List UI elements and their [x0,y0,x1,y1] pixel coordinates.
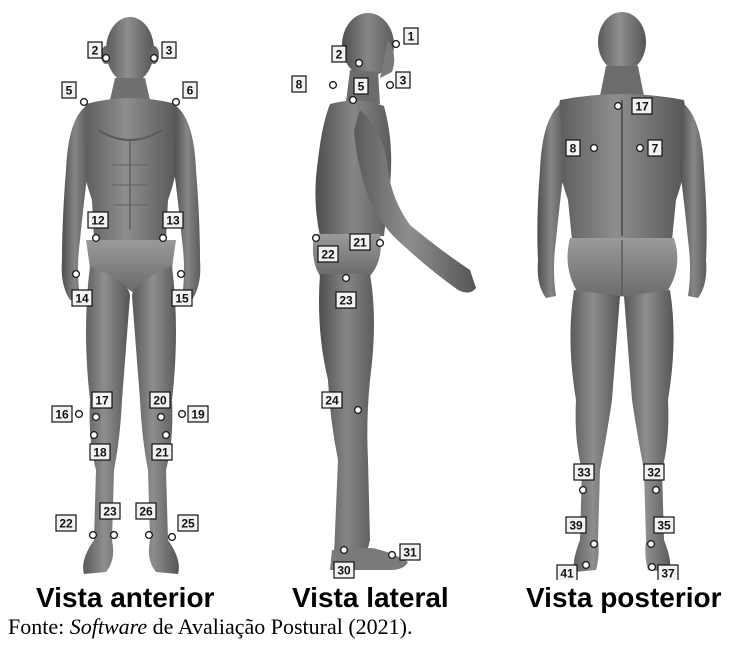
marker-25: 25 [169,515,198,540]
marker-1: 1 [393,28,418,47]
marker-35-dot [648,541,655,548]
marker-3-label: 3 [400,74,407,88]
marker-5-dot [81,99,88,106]
marker-17-label: 17 [635,100,649,114]
caption-prefix: Fonte: [8,614,70,639]
marker-33-label: 33 [577,466,591,480]
marker-20-label: 20 [153,394,167,408]
marker-8-dot [591,145,598,152]
marker-14-label: 14 [75,292,89,306]
posterior-body [537,12,706,572]
marker-30-dot [341,547,348,554]
marker-19-label: 19 [191,408,205,422]
marker-39-label: 39 [569,519,583,533]
marker-2-dot [356,60,363,67]
marker-19-dot [179,411,186,418]
marker-23-dot [111,532,118,539]
figure-caption: Fonte: Software de Avaliação Postural (2… [8,614,413,640]
marker-6: 6 [173,82,197,105]
marker-24-label: 24 [325,394,339,408]
marker-18-label: 18 [93,446,107,460]
marker-15-label: 15 [175,292,189,306]
marker-22-label: 22 [59,517,73,531]
marker-3: 3 [387,72,410,88]
marker-31: 31 [389,544,420,560]
marker-35-label: 35 [657,519,671,533]
marker-13: 13 [160,212,183,241]
marker-17-dot [615,103,622,110]
marker-1-label: 1 [408,30,415,44]
marker-8: 8 [292,76,336,92]
marker-33-dot [580,487,587,494]
marker-23-label: 23 [339,294,353,308]
marker-1-dot [393,41,400,48]
marker-7-dot [637,145,644,152]
caption-italic: Software [70,614,147,639]
body-views-illustration: 2356121314151617201918212223262512853212… [0,0,747,580]
marker-41-label: 41 [560,567,574,581]
marker-13-dot [160,235,167,242]
marker-39-dot [591,541,598,548]
marker-21-dot [377,240,384,247]
marker-14-dot [73,271,80,278]
marker-26-dot [146,532,153,539]
marker-6-dot [173,99,180,106]
marker-37-label: 37 [661,567,675,581]
marker-26-label: 26 [139,505,153,519]
marker-8-label: 8 [296,78,303,92]
marker-18-dot [91,432,98,439]
marker-5-label: 5 [66,84,73,98]
marker-21-label: 21 [353,236,367,250]
marker-37: 37 [649,564,678,580]
marker-16-dot [76,411,83,418]
marker-22-label: 22 [321,248,335,262]
marker-17-dot [93,414,100,421]
marker-16: 16 [52,406,82,422]
marker-6-label: 6 [187,84,194,98]
marker-15-dot [178,271,185,278]
marker-32-label: 32 [647,466,661,480]
marker-2-label: 2 [336,48,343,62]
marker-32-dot [653,487,660,494]
posterior-view-title: Vista posterior [526,582,722,614]
marker-41-dot [583,562,590,569]
marker-8-dot [330,82,337,89]
marker-31-label: 31 [403,546,417,560]
marker-5-dot [350,97,357,104]
caption-suffix: de Avaliação Postural (2021). [147,614,412,639]
marker-5: 5 [62,82,87,105]
marker-31-dot [389,552,396,559]
marker-5-label: 5 [358,80,365,94]
anterior-view-title: Vista anterior [36,582,214,614]
marker-13-label: 13 [166,214,180,228]
marker-21-label: 21 [155,446,169,460]
marker-20-dot [158,414,165,421]
marker-25-label: 25 [181,517,195,531]
marker-24-dot [355,407,362,414]
marker-30-label: 30 [337,564,351,578]
marker-17-label: 17 [95,394,109,408]
marker-3-dot [151,55,158,62]
marker-2-label: 2 [92,44,99,58]
marker-23-label: 23 [103,505,117,519]
marker-12-dot [93,235,100,242]
lateral-view-title: Vista lateral [292,582,449,614]
marker-22: 22 [56,515,96,538]
marker-22-dot [313,235,320,242]
marker-25-dot [169,534,176,541]
marker-12-label: 12 [91,214,105,228]
marker-7-label: 7 [652,142,659,156]
marker-22-dot [90,532,97,539]
marker-2-dot [103,55,110,62]
marker-37-dot [649,564,656,571]
marker-19: 19 [179,406,208,422]
marker-21-dot [163,432,170,439]
marker-3-label: 3 [166,44,173,58]
marker-23-dot [343,275,350,282]
marker-8-label: 8 [570,142,577,156]
marker-3-dot [387,82,394,89]
marker-16-label: 16 [55,408,69,422]
